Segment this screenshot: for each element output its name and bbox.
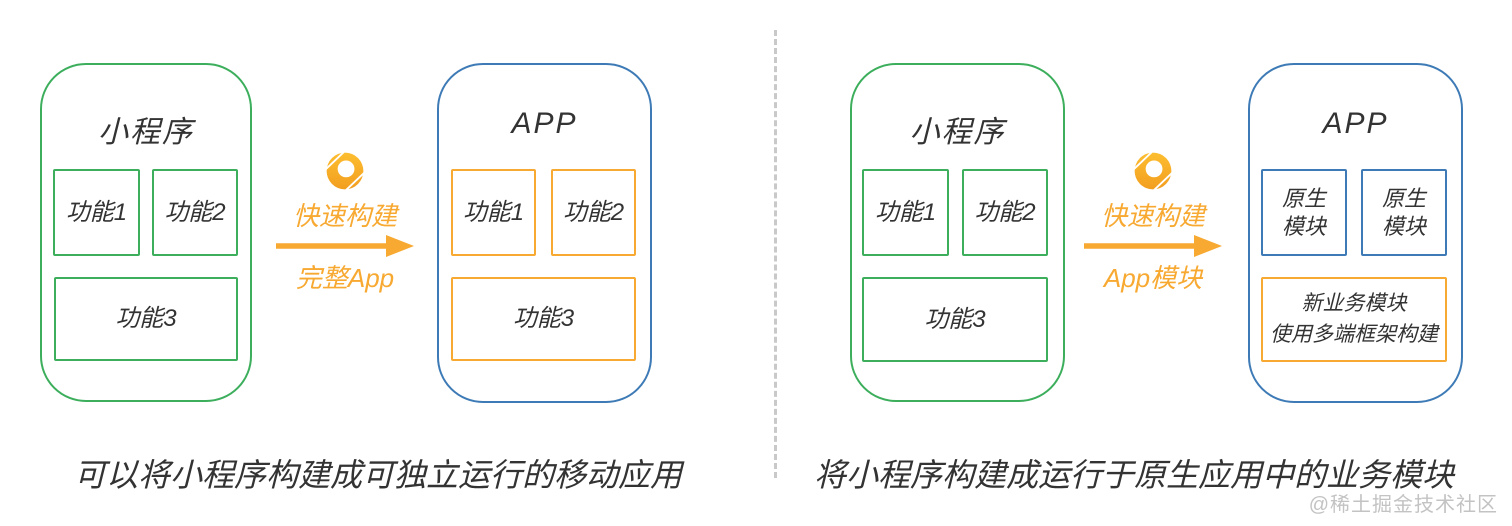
left-app-phone: APP 功能1 功能2 功能3 [437,63,652,403]
left-app-title: APP [511,107,578,140]
right-miniapp-feature-box-1: 功能1 [862,169,949,256]
right-miniapp-feature-box-3: 功能3 [862,277,1048,362]
left-caption: 可以将小程序构建成可独立运行的移动应用 [73,457,682,493]
feature-label: 功能1 [462,198,525,226]
feature-label: 功能3 [924,305,986,333]
left-app-feature-box-1: 功能1 [451,169,536,256]
feature-label: 功能2 [562,198,625,226]
feature-label: 功能3 [512,305,575,332]
right-miniapp-title: 小程序 [909,116,1006,149]
right-arrow-label-bottom: App模块 [1103,263,1203,293]
left-app-feature-box-2: 功能2 [551,169,636,256]
right-app-phone: APP 原生 模块 原生 模块 新业务模块 使用多端框架构建 [1248,63,1463,403]
left-miniapp-title: 小程序 [98,116,194,149]
feature-label: 功能3 [115,305,177,332]
feature-label: 功能2 [164,198,226,226]
right-miniapp-feature-box-2: 功能2 [962,169,1048,256]
right-arrow-label-top: 快速构建 [1100,201,1205,231]
feature-label: 功能2 [974,198,1036,226]
feature-label: 功能1 [65,198,128,226]
right-build-arrow-group: 快速构建 App模块 [1078,150,1228,294]
left-miniapp-feature-box-2: 功能2 [152,169,238,256]
right-app-title: APP [1322,107,1389,140]
right-app-native-module-box-1: 原生 模块 [1261,169,1347,256]
right-app-native-module-box-2: 原生 模块 [1361,169,1447,256]
left-arrow-label-top: 快速构建 [292,201,397,231]
right-arrow-icon [276,235,414,257]
native-module-label-line2: 模块 [1281,213,1326,239]
feature-label: 功能1 [874,198,937,226]
native-module-label-line2: 模块 [1381,213,1426,239]
watermark-text: @稀土掘金技术社区 [1308,494,1498,516]
new-module-label-line1: 新业务模块 [1301,292,1407,316]
native-module-label-line1: 原生 [1281,186,1326,211]
framework-logo-icon [324,150,366,192]
new-module-label-line2: 使用多端框架构建 [1270,322,1438,346]
left-build-arrow-group: 快速构建 完整App [270,150,420,294]
left-miniapp-feature-box-1: 功能1 [53,169,140,256]
right-miniapp-phone: 小程序 功能1 功能2 功能3 [850,63,1065,402]
left-arrow-label-bottom: 完整App [295,263,395,293]
left-miniapp-feature-box-3: 功能3 [54,277,238,361]
right-arrow-icon [1084,235,1222,257]
native-module-label-line1: 原生 [1381,186,1426,211]
vertical-dashed-divider [774,30,777,478]
left-miniapp-phone: 小程序 功能1 功能2 功能3 [40,63,252,402]
left-app-feature-box-3: 功能3 [451,277,636,361]
right-caption: 将小程序构建成运行于原生应用中的业务模块 [813,457,1454,493]
right-app-new-business-module-box: 新业务模块 使用多端框架构建 [1261,277,1447,362]
framework-logo-icon [1132,150,1174,192]
